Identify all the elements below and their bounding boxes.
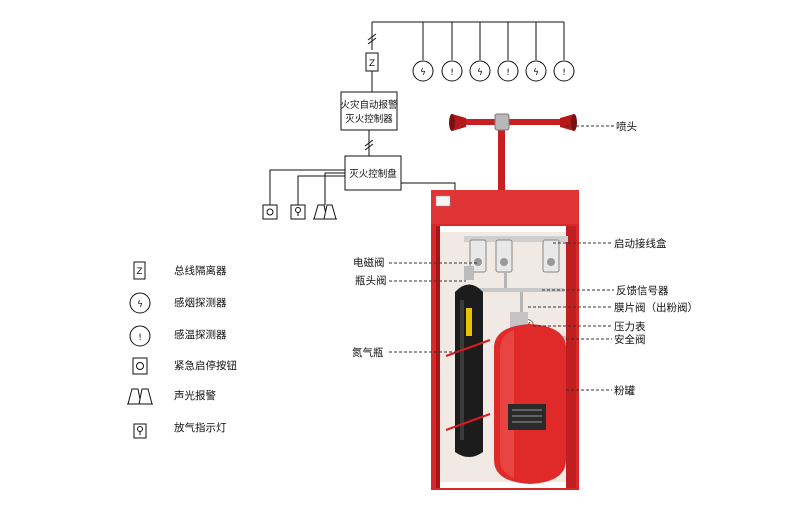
top-detector-heat-3: ! <box>553 60 575 82</box>
legend-label-sound-light-alarm: 声光报警 <box>174 389 216 402</box>
heat-icon: ! <box>562 68 566 78</box>
heat-detector-icon: ! <box>138 333 142 343</box>
field-discharge-lamp <box>290 204 306 220</box>
legend-item-sound-light-alarm: 声光报警 <box>127 388 216 405</box>
heat-icon: ! <box>506 68 510 78</box>
legend-item-isolator: Z 总线隔离器 <box>133 261 227 280</box>
smoke-icon: ϟ <box>420 68 426 78</box>
callout-nitrogen-cylinder: 氮气瓶 <box>352 346 384 359</box>
callout-solenoid-valve: 电磁阀 <box>353 256 385 269</box>
smoke-detector-icon: ϟ <box>137 300 143 310</box>
legend-item-discharge-lamp: 放气指示灯 <box>133 421 227 439</box>
legend-item-emergency-button: 紧急启停按钮 <box>132 357 237 375</box>
callout-leaders <box>389 125 614 391</box>
top-detector-heat-1: ! <box>441 60 463 82</box>
top-detector-smoke-2: ϟ <box>469 60 491 82</box>
smoke-icon: ϟ <box>533 68 539 78</box>
legend-label-smoke: 感烟探测器 <box>174 296 227 309</box>
top-detector-smoke-3: ϟ <box>525 60 547 82</box>
field-sound-light-alarm <box>313 204 337 220</box>
top-detector-heat-2: ! <box>497 60 519 82</box>
alarm-controller-line2: 灭火控制器 <box>345 113 393 125</box>
alarm-controller-line1: 火灾自动报警 <box>340 99 398 111</box>
panel-field-wiring <box>269 169 456 205</box>
callout-cylinder-valve: 瓶头阀 <box>355 274 387 287</box>
callouts-right: 喷头 启动接线盒 反馈信号器 膜片阀（出粉阀） 压力表 安全阀 粉罐 <box>614 121 698 397</box>
callout-start-junction-box: 启动接线盒 <box>614 237 667 250</box>
callouts-left: 电磁阀 瓶头阀 氮气瓶 <box>352 256 387 359</box>
isolator-icon: Z <box>369 59 375 69</box>
legend-label-isolator: 总线隔离器 <box>174 264 227 277</box>
field-emergency-button <box>262 204 278 220</box>
legend: Z 总线隔离器 ϟ 感烟探测器 ! 感温探测器 紧急启停按钮 声光报警 <box>127 261 237 439</box>
alarm-controller-box: 火灾自动报警 灭火控制器 <box>340 91 398 131</box>
callout-nozzle: 喷头 <box>616 121 637 133</box>
smoke-icon: ϟ <box>477 68 483 78</box>
legend-label-discharge-lamp: 放气指示灯 <box>174 421 227 434</box>
nozzle-assembly <box>449 113 577 192</box>
extinguishing-panel-box: 灭火控制盘 <box>344 155 402 191</box>
extinguisher-cabinet <box>389 113 614 490</box>
legend-label-heat: 感温探测器 <box>174 328 227 341</box>
bus-isolator: Z <box>365 33 379 92</box>
controller-panel-link <box>364 130 374 156</box>
callout-safety-valve: 安全阀 <box>614 333 646 346</box>
extinguishing-panel-label: 灭火控制盘 <box>349 168 397 180</box>
top-detector-smoke-1: ϟ <box>412 60 434 82</box>
isolator-icon: Z <box>136 267 142 277</box>
callout-powder-tank: 粉罐 <box>614 384 635 397</box>
legend-label-emergency-button: 紧急启停按钮 <box>174 359 237 372</box>
callout-pressure-gauge: 压力表 <box>614 320 646 333</box>
callout-feedback-signal: 反馈信号器 <box>616 284 669 297</box>
powder-tank <box>494 312 566 484</box>
legend-item-smoke: ϟ 感烟探测器 <box>129 292 227 314</box>
detector-bus <box>371 21 565 60</box>
nitrogen-cylinder <box>445 266 491 457</box>
heat-icon: ! <box>450 68 454 78</box>
legend-item-heat: ! 感温探测器 <box>129 325 227 347</box>
callout-diaphragm-valve: 膜片阀（出粉阀） <box>614 301 698 314</box>
